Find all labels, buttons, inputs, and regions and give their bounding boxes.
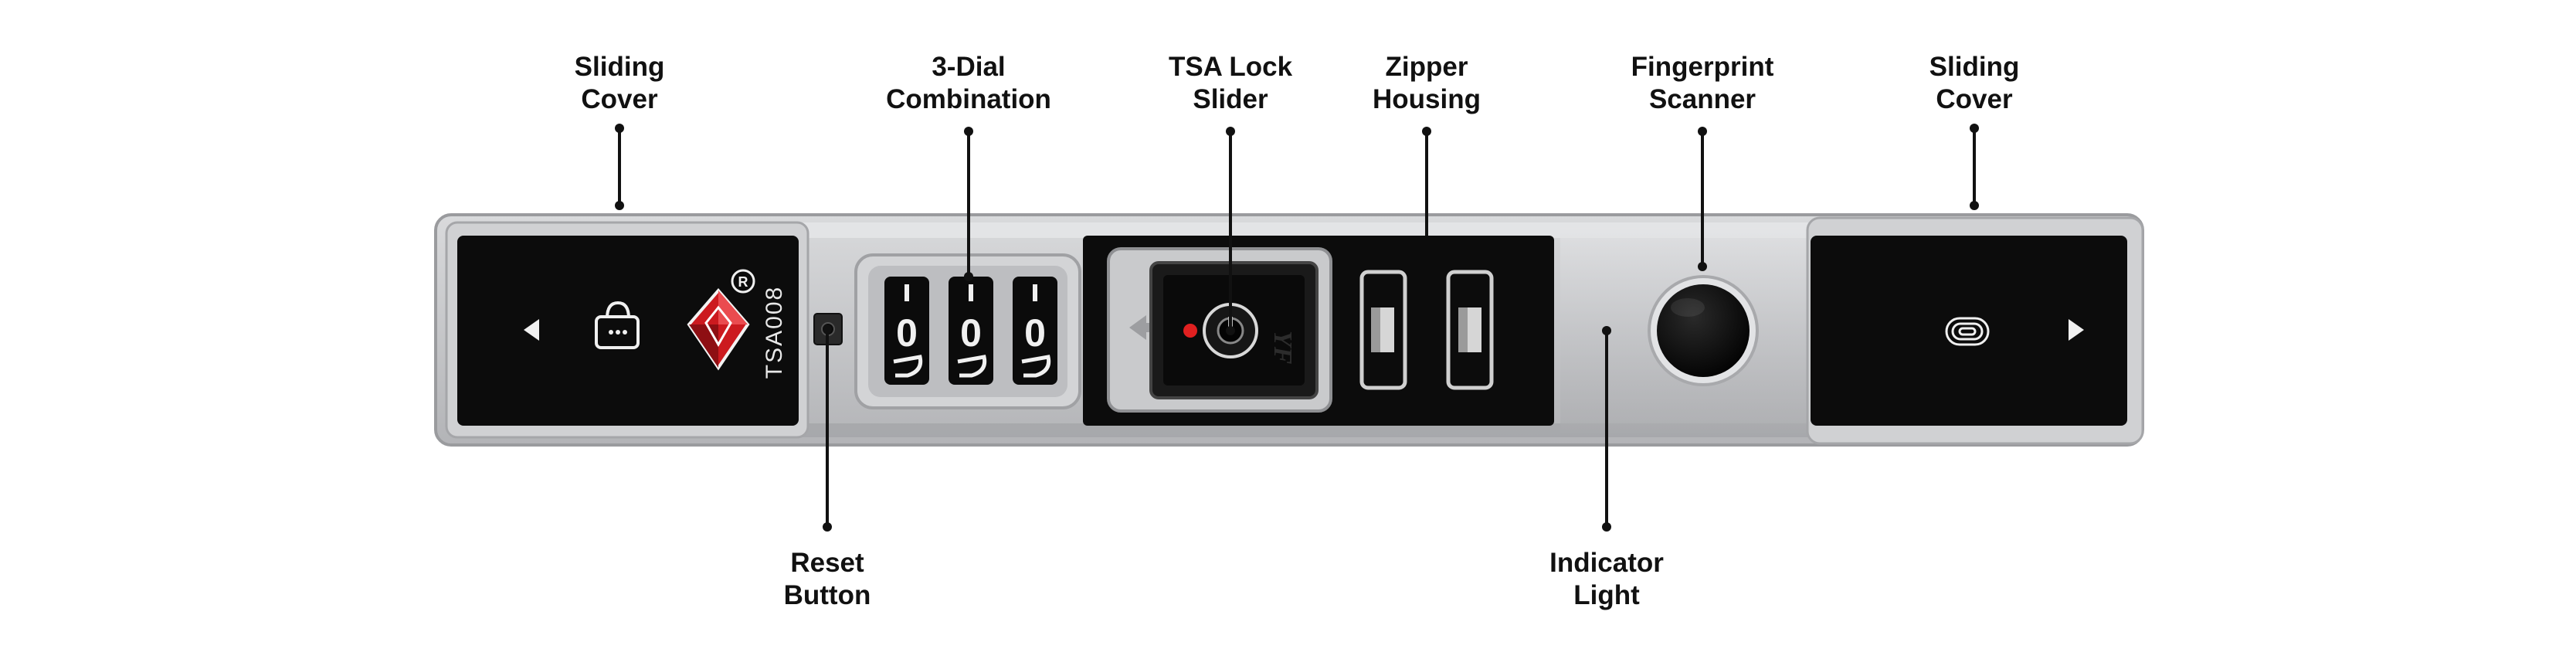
dial-digit: 0 bbox=[960, 311, 982, 355]
red-indicator-dot bbox=[1183, 324, 1197, 338]
callout-three-dial-combination: 3-Dial Combination bbox=[886, 52, 1051, 114]
zipper-slot-right bbox=[1446, 270, 1494, 390]
callout-line: Button bbox=[784, 580, 871, 610]
padlock-icon bbox=[595, 301, 640, 349]
callout-line: Indicator bbox=[1549, 548, 1664, 578]
leader-lines bbox=[615, 124, 1979, 532]
zipper-slot-left bbox=[1359, 270, 1407, 390]
callout-line: Housing bbox=[1373, 84, 1481, 114]
callout-zipper-housing: Zipper Housing bbox=[1373, 52, 1481, 114]
callout-line: Cover bbox=[581, 84, 658, 114]
callout-line: Sliding bbox=[575, 52, 665, 82]
callout-line: Fingerprint bbox=[1631, 52, 1774, 82]
dial-digit: 0 bbox=[896, 311, 918, 355]
callout-line: Combination bbox=[886, 84, 1051, 114]
model-text: TSA008 bbox=[762, 286, 787, 379]
callout-line: Sliding bbox=[1929, 52, 2020, 82]
callout-reset-button: Reset Button bbox=[784, 548, 871, 610]
callout-line: TSA Lock bbox=[1169, 52, 1293, 82]
fingerprint-area bbox=[1560, 228, 1815, 433]
callout-line: Zipper bbox=[1386, 52, 1468, 82]
callout-sliding-cover-right: Sliding Cover bbox=[1929, 52, 2020, 114]
callout-line: Scanner bbox=[1649, 84, 1756, 114]
combination-dial-2[interactable]: 0 bbox=[949, 277, 993, 385]
callout-line: 3-Dial bbox=[932, 52, 1005, 82]
combination-dial-1[interactable]: 0 bbox=[884, 277, 929, 385]
dial-digit: 0 bbox=[1024, 311, 1046, 355]
callout-sliding-cover-left: Sliding Cover bbox=[575, 52, 665, 114]
registered-mark: R bbox=[731, 269, 755, 294]
callout-line: Light bbox=[1573, 580, 1640, 610]
fingerprint-icon bbox=[1945, 317, 1990, 346]
combination-dial-3[interactable]: 0 bbox=[1013, 277, 1057, 385]
left-sliding-cover: R TSA008 bbox=[445, 221, 809, 439]
arrow-right-icon bbox=[2069, 319, 2084, 341]
registered-mark-text: R bbox=[738, 274, 748, 290]
arrow-left-icon bbox=[524, 319, 539, 341]
callout-line: Cover bbox=[1936, 84, 2013, 114]
callout-line: Slider bbox=[1193, 84, 1268, 114]
tsa-lock-section: YF bbox=[1083, 236, 1554, 426]
callout-fingerprint-scanner: Fingerprint Scanner bbox=[1631, 52, 1774, 114]
fingerprint-scanner[interactable] bbox=[1648, 275, 1759, 386]
callout-indicator-light: Indicator Light bbox=[1549, 548, 1664, 610]
tsa-logo bbox=[687, 287, 750, 371]
callout-line: Reset bbox=[790, 548, 864, 578]
callout-tsa-lock-slider: TSA Lock Slider bbox=[1169, 52, 1293, 114]
svg-text:YF: YF bbox=[1268, 331, 1297, 365]
right-sliding-cover bbox=[1806, 216, 2144, 445]
zipper-housing bbox=[1359, 270, 1494, 390]
